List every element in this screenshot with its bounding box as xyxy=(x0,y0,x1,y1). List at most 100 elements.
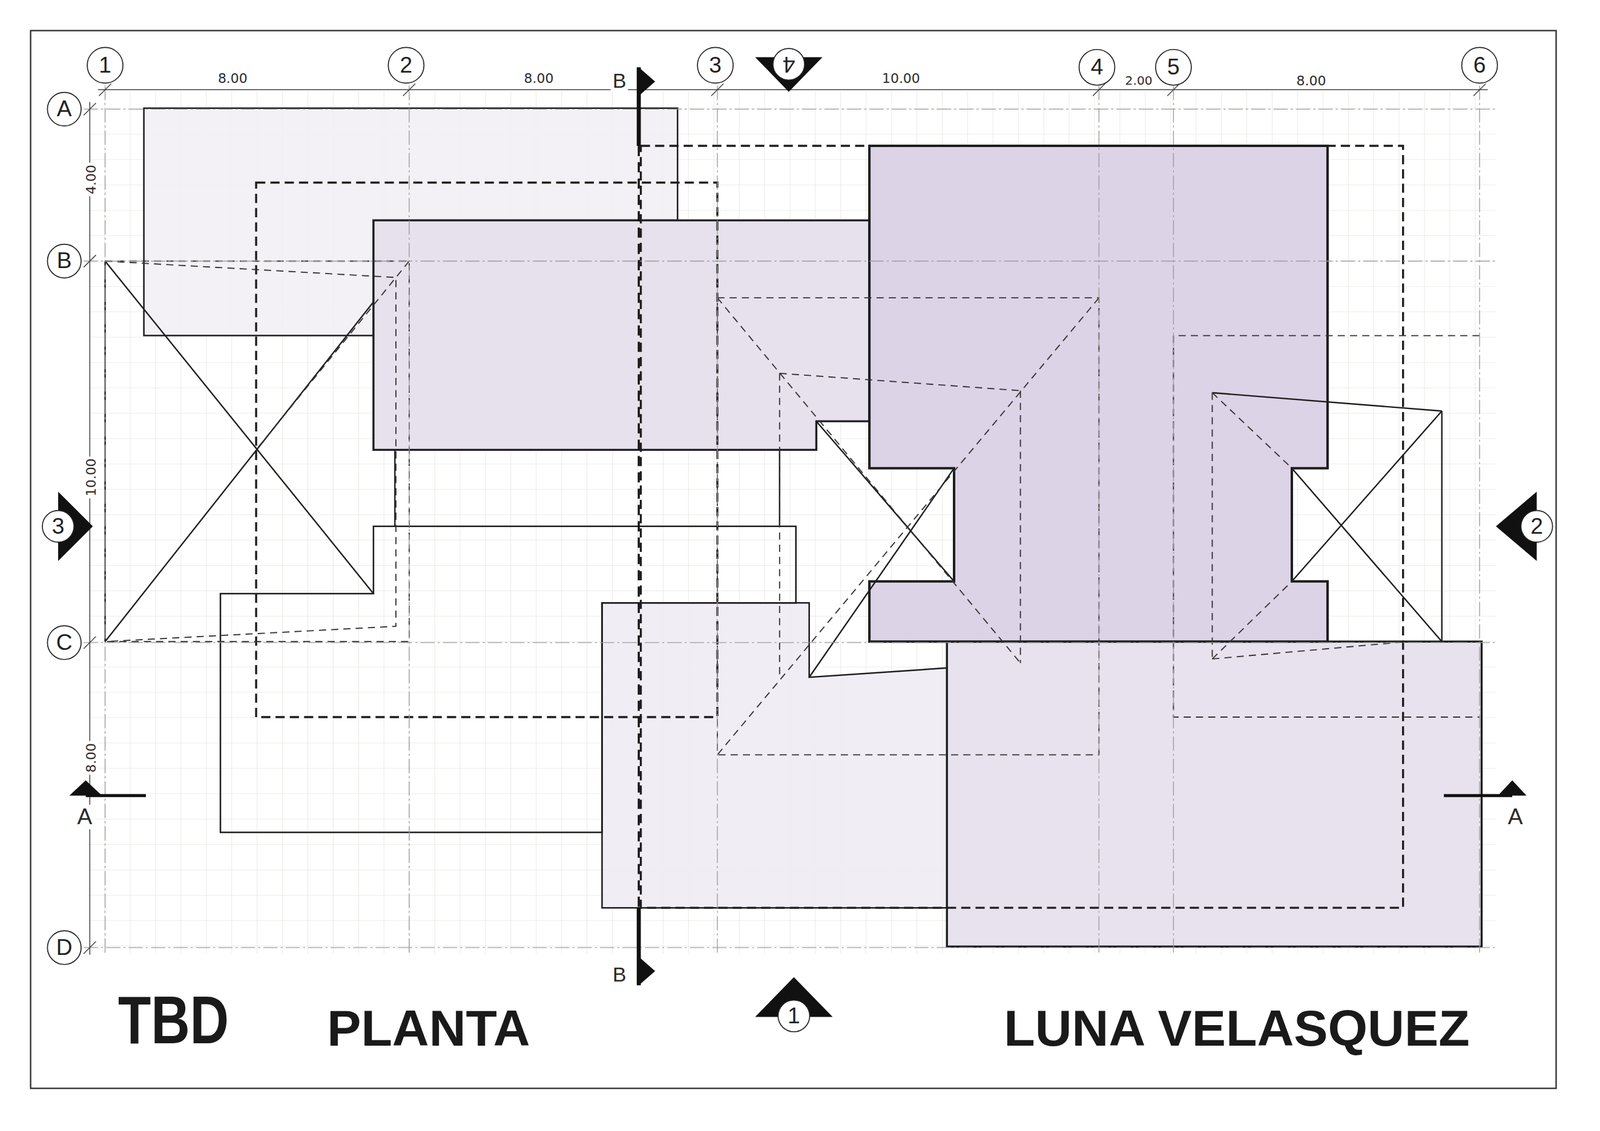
dimension-lines-part xyxy=(99,83,112,96)
grid-axes-part xyxy=(104,85,106,955)
grid-axes xyxy=(83,85,1495,955)
hidden-lines-part xyxy=(256,261,410,451)
hidden-lines-part xyxy=(105,261,396,643)
roof-planes-part xyxy=(220,526,797,833)
title-text: TBD xyxy=(116,985,231,1056)
dimension-lines-part xyxy=(83,254,96,267)
hidden-lines-part xyxy=(717,297,1099,755)
grid-label: 3 xyxy=(708,53,722,77)
grid-label: 4 xyxy=(782,53,796,76)
grid-bubble: 5 xyxy=(1155,49,1192,86)
dimension-lines-part xyxy=(403,83,416,96)
grid-bubble: 4 xyxy=(1078,49,1116,86)
hidden-lines-part xyxy=(105,261,410,643)
roof-planes xyxy=(144,108,1482,948)
dimension-text: 8.00 xyxy=(82,741,99,776)
roof-planes-part xyxy=(946,641,1482,947)
grid-paper xyxy=(87,92,1496,955)
dimension-text: 2.00 xyxy=(1122,73,1155,88)
dimension-text: 10.00 xyxy=(880,70,922,86)
grid-axes-part xyxy=(83,108,1495,110)
hip-lines-part xyxy=(1441,411,1443,642)
section-cut-b-part xyxy=(638,957,656,986)
section-cut-a-part xyxy=(1497,780,1527,796)
dimension-lines-part xyxy=(711,83,724,96)
grid-label: 2 xyxy=(400,53,413,77)
section-cut-a-part xyxy=(69,780,103,796)
section-cut-b-part xyxy=(637,145,640,909)
section-cut-b-part xyxy=(638,67,656,96)
hidden-lines-part xyxy=(1211,581,1292,660)
roof-planes-part xyxy=(373,220,870,450)
dimension-text: 4.00 xyxy=(82,162,99,197)
grid-axes-part xyxy=(83,260,1495,262)
grid-axes-part xyxy=(83,947,1495,949)
elevation-marker: 2 xyxy=(1520,510,1554,544)
walls-below xyxy=(256,145,1404,909)
grid-label: 3 xyxy=(52,515,65,538)
hidden-lines-part xyxy=(1211,641,1409,660)
dimension-lines-part xyxy=(83,636,96,649)
hidden-lines-part xyxy=(779,373,1021,392)
hip-lines xyxy=(105,261,1442,679)
walls-below-part xyxy=(256,182,718,718)
hip-lines-part xyxy=(1211,392,1442,412)
elevation-marker: 1 xyxy=(777,1000,810,1033)
hidden-lines-part xyxy=(1211,392,1292,469)
grid-label: 4 xyxy=(1090,56,1104,79)
hip-lines-part xyxy=(816,421,955,582)
grid-bubble: A xyxy=(47,92,82,127)
grid-bubble: B xyxy=(47,243,82,279)
grid-label: 1 xyxy=(787,1004,801,1028)
grid-bubble: C xyxy=(47,625,82,660)
grid-axes-part xyxy=(83,642,1495,643)
grid-bubble: 6 xyxy=(1461,47,1499,85)
elevation-marker: 3 xyxy=(41,510,75,544)
section-cut-b xyxy=(638,67,656,986)
sheet-frame xyxy=(30,30,1557,1090)
dimension-text: 8.00 xyxy=(521,70,556,86)
section-letter: B xyxy=(610,69,629,93)
grid-label: 6 xyxy=(1473,53,1487,77)
grid-label: C xyxy=(56,631,73,654)
section-letter: A xyxy=(75,805,94,830)
hidden-lines-part xyxy=(1211,392,1214,660)
dimension-text: 8.00 xyxy=(216,70,251,86)
dimension-lines-part xyxy=(1473,83,1486,96)
walls-below-part xyxy=(641,145,1404,909)
grid-bubble: 3 xyxy=(696,47,734,85)
grid-label: 5 xyxy=(1167,56,1180,79)
grid-axes-part xyxy=(1478,85,1480,955)
hidden-lines xyxy=(105,261,1480,756)
dimension-lines-part xyxy=(98,89,1489,91)
dimension-lines xyxy=(83,83,1488,955)
section-letter: B xyxy=(610,963,629,986)
grid-axes-part xyxy=(716,85,718,955)
title-text: PLANTA xyxy=(325,1001,533,1056)
elevation-marker: 4 xyxy=(772,47,806,81)
hidden-lines-part xyxy=(717,297,1099,755)
hip-lines-part xyxy=(105,302,374,642)
hidden-lines-part xyxy=(779,373,781,680)
hidden-lines-part xyxy=(717,297,1021,663)
grid-label: A xyxy=(56,98,73,121)
hip-lines-part xyxy=(105,261,374,595)
section-cut-a xyxy=(69,780,1527,796)
dimension-lines-part xyxy=(83,941,96,955)
grid-label: 1 xyxy=(98,53,112,77)
section-letter: A xyxy=(1505,805,1525,830)
grid-axes-part xyxy=(1173,85,1174,955)
grid-bubble: 2 xyxy=(388,47,425,85)
hip-lines-part xyxy=(1291,411,1442,582)
dimension-text: 8.00 xyxy=(1294,73,1329,89)
grid-label: 2 xyxy=(1530,515,1544,538)
grid-label: B xyxy=(56,250,73,273)
grid-axes-part xyxy=(408,85,410,955)
elevation-arrows xyxy=(58,56,1537,1018)
hip-lines-part xyxy=(809,468,955,679)
hidden-lines-part xyxy=(1020,391,1022,664)
title-text: LUNA VELASQUEZ xyxy=(1001,1001,1472,1056)
grid-bubble: D xyxy=(47,930,82,965)
